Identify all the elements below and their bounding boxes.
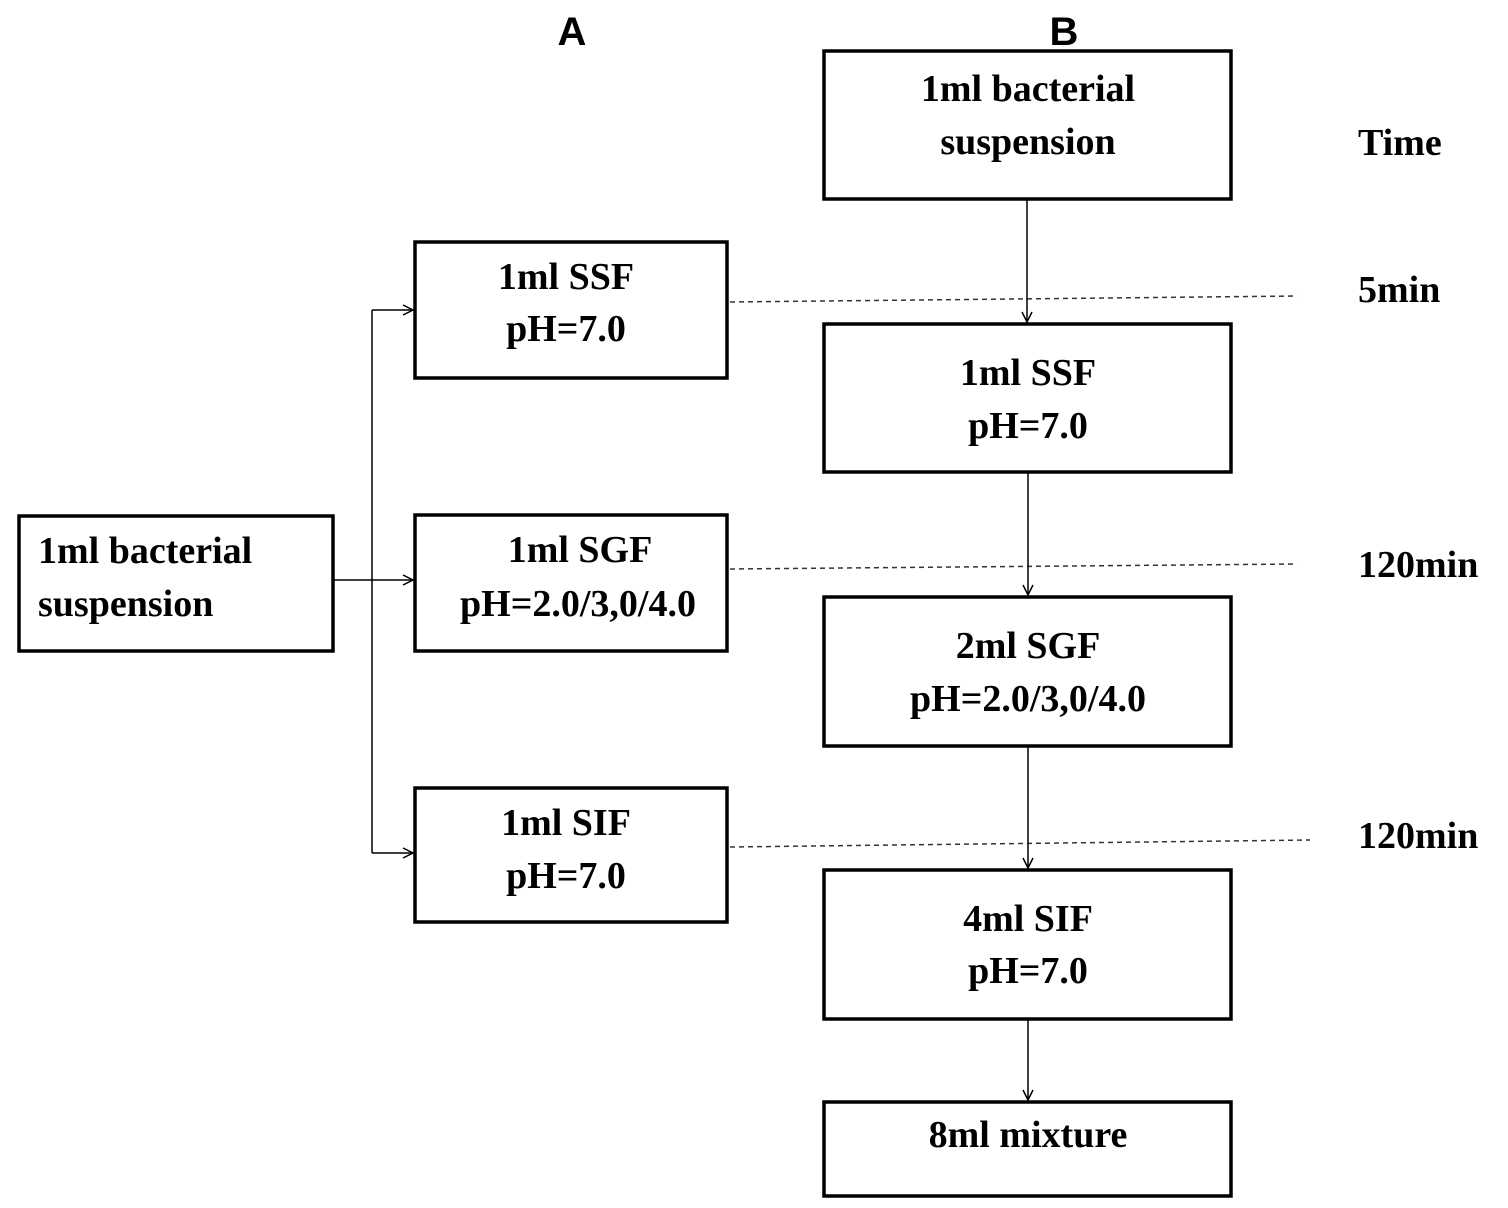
panel-b-ssf-box: 1ml SSF pH=7.0 (822, 322, 1233, 474)
panel-b: 1ml bacterial suspension 1ml SSF pH=7.0 … (822, 49, 1233, 1198)
time-header: Time (1358, 122, 1442, 164)
panel-a-ssf-box: 1ml SSF pH=7.0 (413, 240, 729, 380)
time-label-2: 120min (1358, 544, 1478, 586)
panel-a-source-line2: suspension (38, 583, 213, 625)
panel-a-sif-box: 1ml SIF pH=7.0 (413, 786, 729, 924)
panel-b-source-line1: 1ml bacterial (921, 68, 1135, 110)
panel-a-sif-line2: pH=7.0 (506, 855, 626, 897)
panel-b-sgf-line2: pH=2.0/3,0/4.0 (910, 678, 1146, 720)
time-line-1 (729, 295, 1298, 303)
panel-b-mixture-box: 8ml mixture (822, 1100, 1233, 1198)
time-label-3: 120min (1358, 815, 1478, 857)
panel-a-label: A (558, 10, 587, 54)
panel-b-mixture-line1: 8ml mixture (929, 1114, 1128, 1156)
panel-a-ssf-line2: pH=7.0 (506, 308, 626, 350)
panel-a-source-box: 1ml bacterial suspension (17, 514, 335, 653)
panel-a: 1ml bacterial suspension 1ml SSF pH=7.0 … (17, 240, 729, 924)
panel-a-sgf-line2: pH=2.0/3,0/4.0 (460, 583, 696, 625)
panel-b-sif-line2: pH=7.0 (968, 950, 1088, 992)
time-label-1: 5min (1358, 269, 1440, 311)
time-line-2 (729, 563, 1298, 570)
time-line-3 (729, 839, 1311, 848)
time-column: Time 5min 120min 120min (1358, 122, 1478, 857)
panel-b-sgf-line1: 2ml SGF (956, 625, 1101, 667)
panel-b-source-line2: suspension (940, 121, 1115, 163)
panel-a-source-line1: 1ml bacterial (38, 530, 252, 572)
panel-a-sgf-line1: 1ml SGF (508, 529, 653, 571)
panel-a-ssf-line1: 1ml SSF (498, 256, 634, 298)
panel-a-sgf-box: 1ml SGF pH=2.0/3,0/4.0 (413, 513, 729, 653)
panel-b-ssf-line1: 1ml SSF (960, 352, 1096, 394)
panel-b-source-box: 1ml bacterial suspension (822, 49, 1233, 201)
panel-b-sif-line1: 4ml SIF (963, 898, 1093, 940)
panel-a-sif-line1: 1ml SIF (501, 802, 631, 844)
panel-b-sif-box: 4ml SIF pH=7.0 (822, 868, 1233, 1021)
panel-b-sgf-box: 2ml SGF pH=2.0/3,0/4.0 (822, 595, 1233, 748)
panel-b-label: B (1050, 10, 1079, 54)
panel-b-ssf-line2: pH=7.0 (968, 405, 1088, 447)
